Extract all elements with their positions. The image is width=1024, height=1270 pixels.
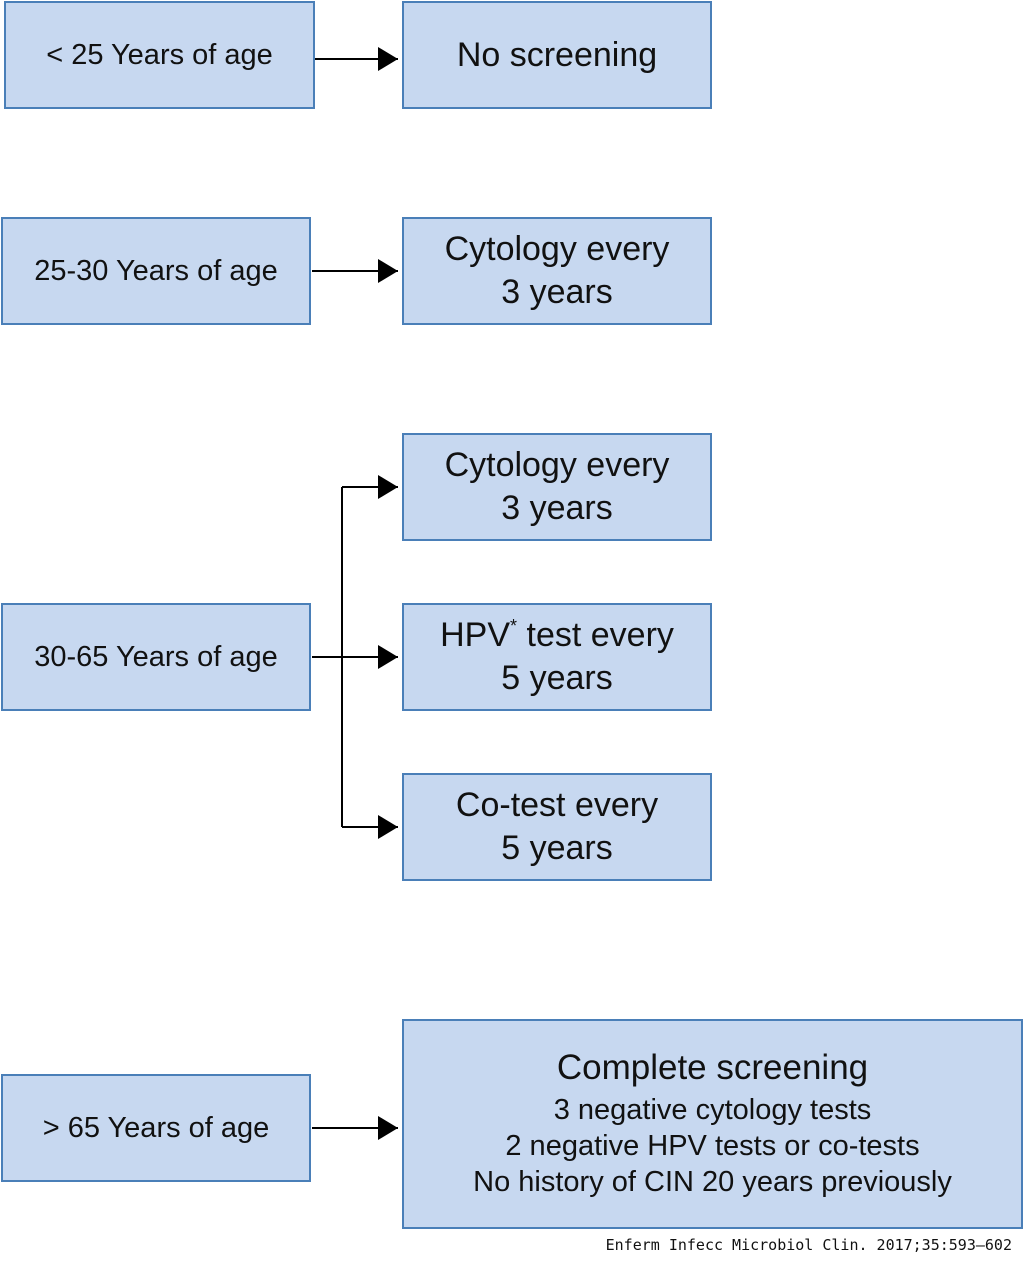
arrowhead-under25 [378, 47, 398, 71]
result-line: 5 years [501, 829, 613, 867]
result-line: 3 years [501, 489, 613, 527]
arrowhead-30-65-cotest [378, 815, 398, 839]
arrowhead-30-65-hpv [378, 645, 398, 669]
hpv-label: HPV [440, 616, 511, 654]
result-box-hpv-test: HPV* test every 5 years [402, 603, 712, 711]
arrowhead-25-30 [378, 259, 398, 283]
source-citation: Enferm Infecc Microbiol Clin. 2017;35:59… [605, 1236, 1012, 1254]
criteria-line: No history of CIN 20 years previously [473, 1166, 952, 1198]
asterisk-marker: * [510, 616, 518, 636]
result-line: 3 years [501, 273, 613, 311]
result-box-cytology-30-65: Cytology every 3 years [402, 433, 712, 541]
age-label: > 65 Years of age [42, 1111, 270, 1144]
result-box-no-screening: No screening [402, 1, 712, 109]
result-line: No screening [456, 35, 658, 74]
result-line: 5 years [501, 659, 613, 697]
age-label: < 25 Years of age [46, 38, 273, 71]
age-label: 30-65 Years of age [34, 640, 278, 673]
result-line: HPV* test every [440, 614, 674, 657]
age-box-25-30: 25-30 Years of age [1, 217, 311, 325]
result-line: Cytology every [444, 230, 670, 268]
result-box-co-test: Co-test every 5 years [402, 773, 712, 881]
result-line: Co-test every [455, 786, 659, 824]
age-box-30-65: 30-65 Years of age [1, 603, 311, 711]
age-label: 25-30 Years of age [34, 254, 278, 287]
age-box-under-25: < 25 Years of age [4, 1, 315, 109]
result-box-cytology-25-30: Cytology every 3 years [402, 217, 712, 325]
age-box-over-65: > 65 Years of age [1, 1074, 311, 1182]
result-box-complete-screening: Complete screening 3 negative cytology t… [402, 1019, 1023, 1229]
hpv-rest: test every [526, 616, 674, 654]
criteria-line: 3 negative cytology tests [553, 1094, 872, 1126]
criteria-line: 2 negative HPV tests or co-tests [505, 1130, 920, 1162]
complete-screening-title: Complete screening [556, 1048, 869, 1087]
arrowhead-30-65-cytology [378, 475, 398, 499]
result-line: Cytology every [444, 446, 670, 484]
arrowhead-over65 [378, 1116, 398, 1140]
